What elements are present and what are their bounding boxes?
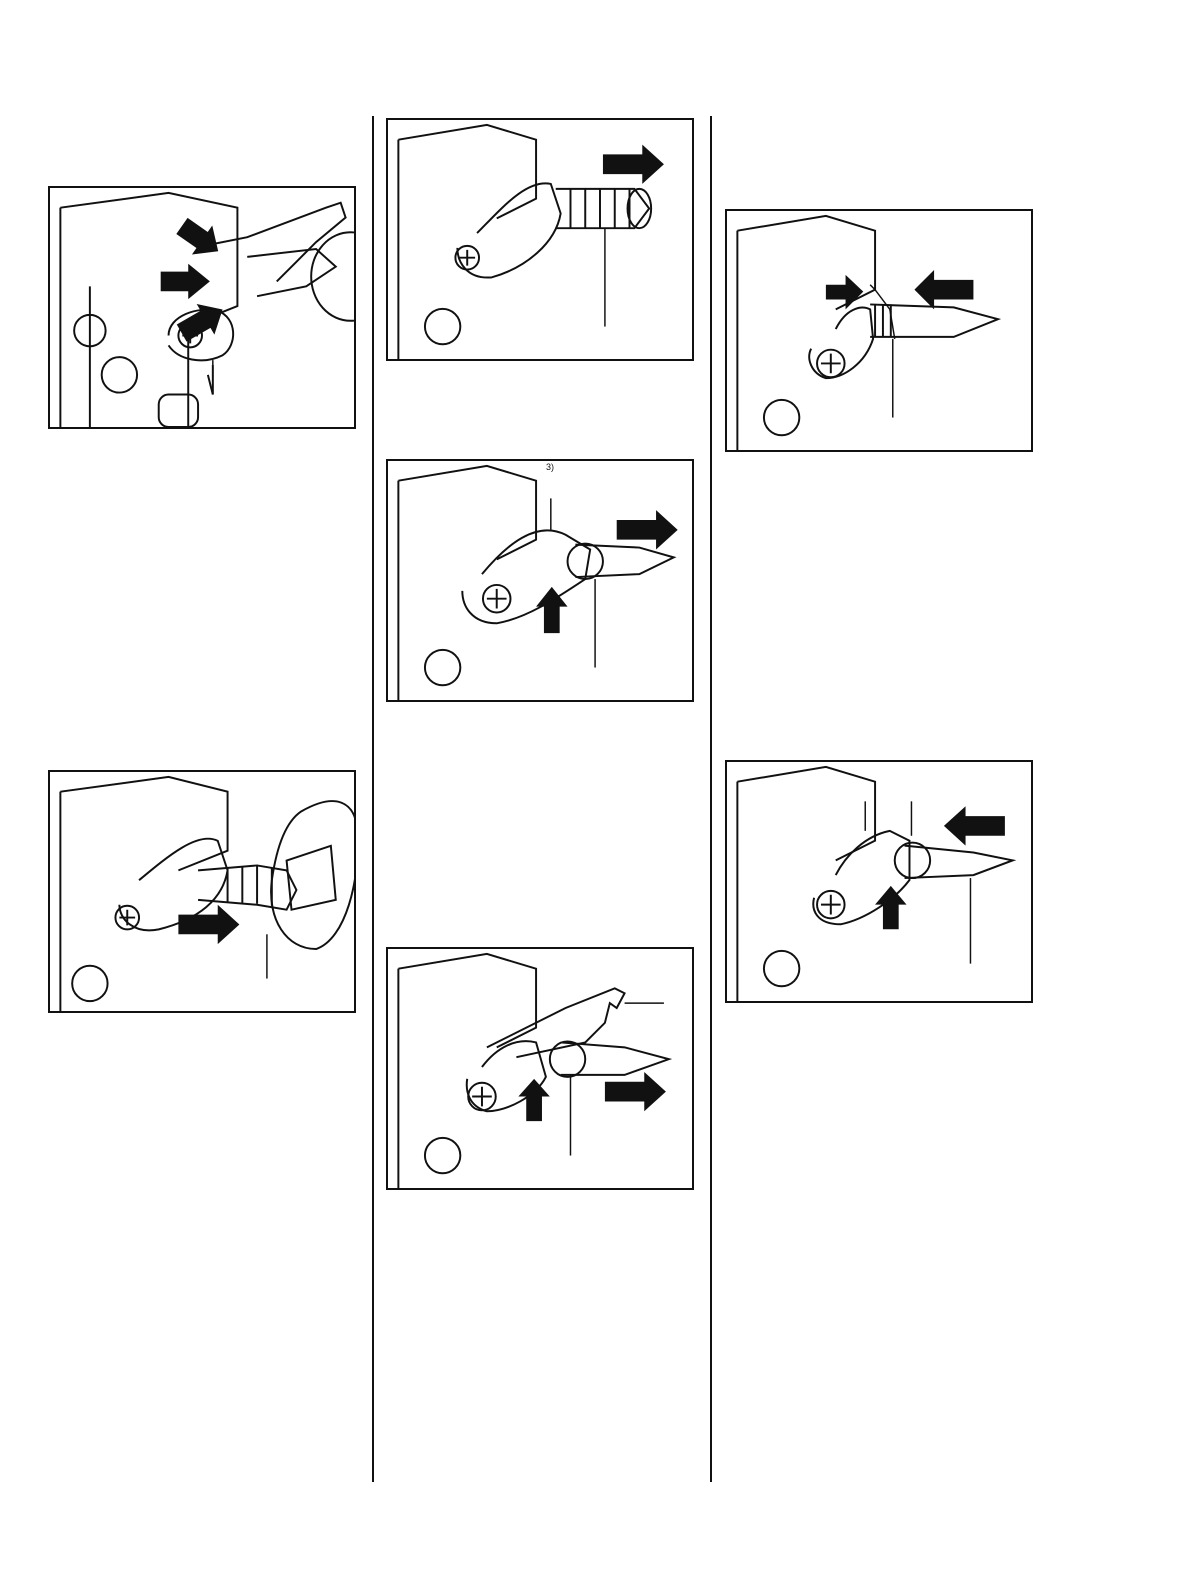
illustration-pliers-clip (50, 188, 354, 427)
screw-icon (817, 891, 845, 919)
screw-icon (468, 1083, 496, 1111)
figure-pliers-clip (48, 186, 356, 429)
illustration-spring-coil (388, 120, 692, 359)
figure-pliers-pin (386, 947, 694, 1190)
arrow-icon (518, 1072, 666, 1121)
screw-icon (115, 906, 139, 930)
figure-spring-coil (386, 118, 694, 361)
illustration-spring-hook (727, 211, 1031, 450)
illustration-hook-pin (388, 461, 692, 700)
illustration-cap-tool (50, 772, 354, 1011)
column-divider-right (710, 116, 712, 1482)
screw-icon (817, 350, 845, 378)
figure-pin-insertion (725, 760, 1033, 1003)
illustration-pliers-pin (388, 949, 692, 1188)
figure-tag: 3) (546, 462, 554, 472)
figure-hook-pin: 3) (386, 459, 694, 702)
arrow-icon (875, 806, 1005, 929)
figure-cap-tool (48, 770, 356, 1013)
column-divider-left (372, 116, 374, 1482)
arrow-icon (178, 905, 239, 944)
illustration-pin-insertion (727, 762, 1031, 1001)
arrow-icon (161, 211, 232, 348)
arrow-icon (826, 270, 974, 309)
screw-icon (483, 585, 511, 613)
arrow-icon (603, 145, 664, 184)
arrow-icon (536, 510, 678, 633)
figure-spring-hook (725, 209, 1033, 452)
